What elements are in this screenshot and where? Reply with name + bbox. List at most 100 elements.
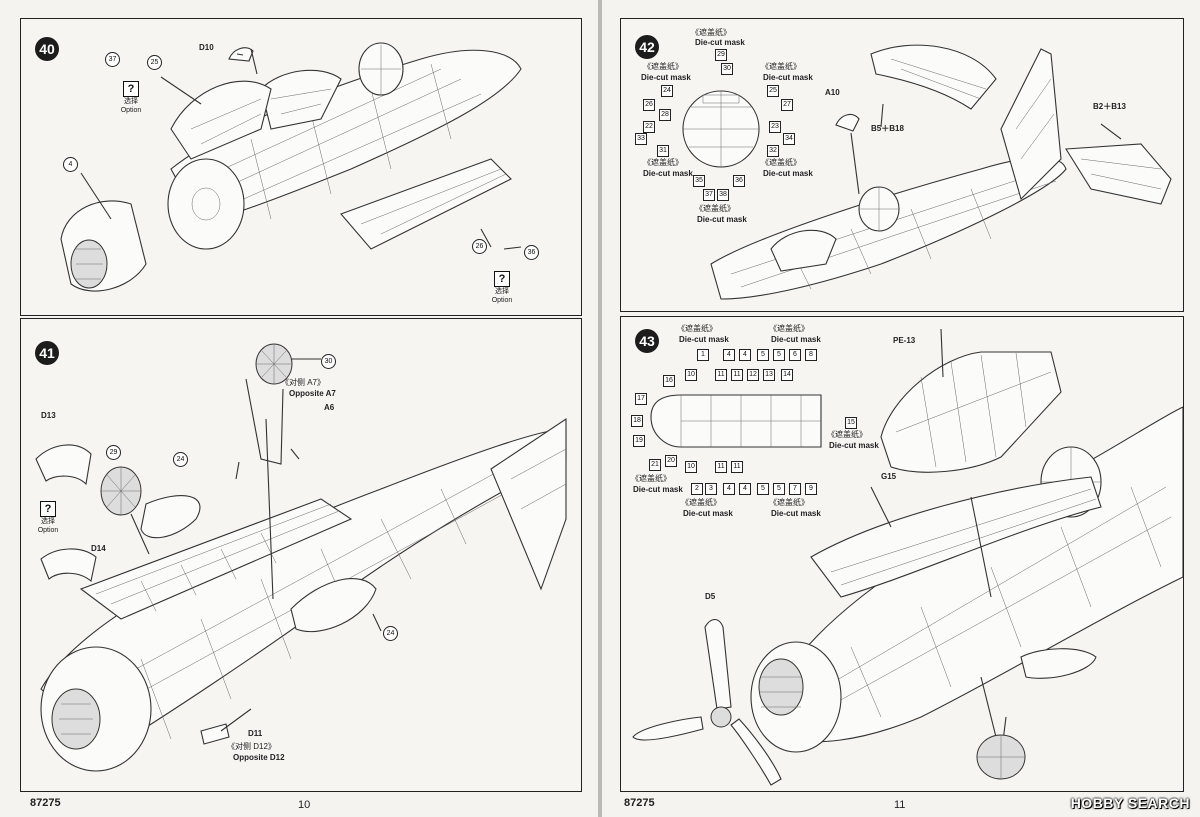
page-left: 40 D10 37 25 ? 选择 Option 4 26 36 ? 选择 Op…	[0, 0, 598, 817]
mask-number: 5	[773, 483, 785, 495]
mask-en: Die-cut mask	[633, 485, 683, 494]
mask-number: 7	[789, 483, 801, 495]
option-marker-2: ? 选择 Option	[487, 271, 517, 305]
mask-number: 9	[805, 483, 817, 495]
mask-number: 5	[773, 349, 785, 361]
option-cn: 选择	[495, 288, 509, 295]
part-label-d5: D5	[705, 592, 716, 601]
option-icon: ?	[123, 81, 139, 97]
footer-code-left: 87275	[30, 797, 61, 809]
option-icon: ?	[40, 501, 56, 517]
mask-en: Die-cut mask	[763, 73, 813, 82]
mask-number: 20	[665, 455, 677, 467]
step-41-drawing	[35, 343, 567, 772]
page-number-right: 11	[894, 799, 906, 811]
part-callout-24a: 24	[173, 452, 188, 467]
mask-number: 25	[767, 85, 779, 97]
mask-number: 11	[715, 369, 727, 381]
mask-number: 4	[739, 483, 751, 495]
page-right: 42 《遮盖纸》 Die-cut mask 《遮盖纸》 Die-cut mask…	[602, 0, 1200, 817]
part-label-d13: D13	[41, 411, 56, 420]
step-number: 43	[635, 329, 659, 353]
mask-cn: 《遮盖纸》	[769, 324, 809, 333]
mask-number: 36	[733, 175, 745, 187]
mask-en: Die-cut mask	[763, 169, 813, 178]
mask-en: Die-cut mask	[641, 73, 691, 82]
mask-en: Die-cut mask	[829, 441, 879, 450]
mask-number: 13	[763, 369, 775, 381]
part-callout-36: 36	[524, 245, 539, 260]
step-41-panel: 41 D13 30 《对侧 A7》 Opposite A7 A6 29 24 ?…	[20, 318, 582, 792]
part-label-a6: A6	[324, 403, 335, 412]
mask-number: 2	[691, 483, 703, 495]
mask-en: Die-cut mask	[771, 335, 821, 344]
part-callout-4: 4	[63, 157, 78, 172]
page-number-left: 10	[298, 799, 311, 811]
option-icon: ?	[494, 271, 510, 287]
part-label-d10: D10	[199, 43, 214, 52]
mask-number: 19	[633, 435, 645, 447]
part-callout-26: 26	[472, 239, 487, 254]
mask-number: 28	[659, 109, 671, 121]
mask-en: Die-cut mask	[643, 169, 693, 178]
mask-cn: 《遮盖纸》	[827, 430, 867, 439]
mask-cn: 《遮盖纸》	[769, 498, 809, 507]
mask-cn: 《遮盖纸》	[631, 474, 671, 483]
part-label-pe13: PE-13	[893, 336, 916, 345]
mask-cn: 《遮盖纸》	[643, 158, 683, 167]
mask-en: Die-cut mask	[771, 509, 821, 518]
mask-number: 37	[703, 189, 715, 201]
option-en: Option	[37, 527, 59, 534]
mask-number: 24	[661, 85, 673, 97]
step-40-panel: 40 D10 37 25 ? 选择 Option 4 26 36 ? 选择 Op…	[20, 18, 582, 316]
mask-cn: 《遮盖纸》	[681, 498, 721, 507]
option-marker: ? 选择 Option	[33, 501, 63, 535]
mask-number: 11	[731, 369, 743, 381]
mask-number: 4	[723, 483, 735, 495]
mask-number: 29	[715, 49, 727, 61]
mask-number: 8	[805, 349, 817, 361]
mask-cn: 《遮盖纸》	[761, 158, 801, 167]
mask-number: 30	[721, 63, 733, 75]
mask-cn: 《遮盖纸》	[691, 28, 731, 37]
mask-cn: 《遮盖纸》	[761, 62, 801, 71]
mask-number: 15	[845, 417, 857, 429]
mask-number: 10	[685, 369, 697, 381]
part-callout-25: 25	[147, 55, 162, 70]
part-callout-37: 37	[105, 52, 120, 67]
footer-code-right: 87275	[624, 797, 655, 809]
step-number: 42	[635, 35, 659, 59]
mask-number: 34	[783, 133, 795, 145]
option-en: Option	[120, 107, 142, 114]
mask-number: 23	[769, 121, 781, 133]
option-marker: ? 选择 Option	[116, 81, 146, 115]
mask-number: 21	[649, 459, 661, 471]
mask-cn: 《遮盖纸》	[677, 324, 717, 333]
part-label-d14: D14	[91, 544, 106, 553]
step-42-drawing	[682, 44, 1172, 300]
watermark: HOBBY SEARCH	[1070, 795, 1190, 811]
opposite-a7-en: Opposite A7	[289, 389, 336, 398]
mask-number: 4	[739, 349, 751, 361]
step-40-drawing	[60, 42, 522, 292]
mask-en: Die-cut mask	[697, 215, 747, 224]
part-callout-24b: 24	[383, 626, 398, 641]
mask-number: 18	[631, 415, 643, 427]
mask-number: 38	[717, 189, 729, 201]
mask-cn: 《遮盖纸》	[643, 62, 683, 71]
mask-number: 14	[781, 369, 793, 381]
mask-number: 3	[705, 483, 717, 495]
mask-number: 22	[643, 121, 655, 133]
part-callout-29: 29	[106, 445, 121, 460]
opposite-d12-en: Opposite D12	[233, 753, 285, 762]
step-43-drawing	[632, 328, 1183, 786]
mask-number: 16	[663, 375, 675, 387]
mask-number: 31	[657, 145, 669, 157]
mask-number: 5	[757, 349, 769, 361]
step-42-panel: 42 《遮盖纸》 Die-cut mask 《遮盖纸》 Die-cut mask…	[620, 18, 1184, 312]
part-label-b5-b18: B5＋B18	[871, 124, 904, 133]
part-label-b2-b13: B2＋B13	[1093, 102, 1126, 111]
mask-number: 27	[781, 99, 793, 111]
mask-number: 35	[693, 175, 705, 187]
mask-number: 11	[731, 461, 743, 473]
